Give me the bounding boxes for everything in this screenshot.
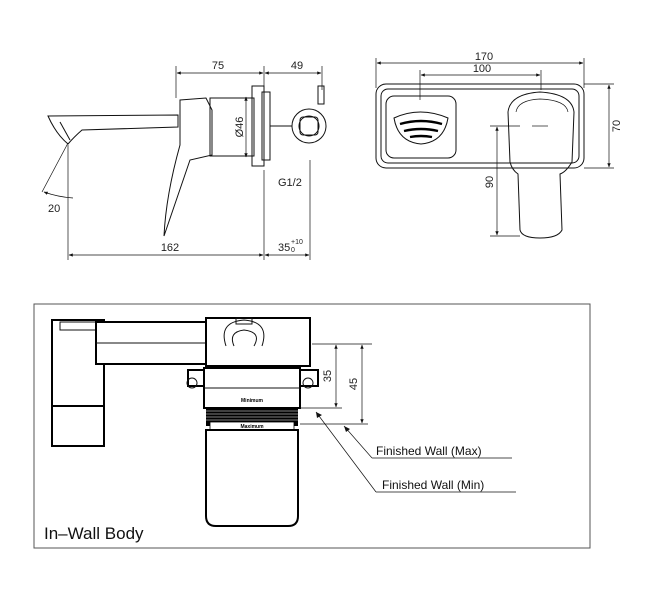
valve-cartridge (291, 108, 327, 144)
dim-90: 90 (484, 176, 496, 188)
spout-outlet (385, 95, 457, 159)
dim-35-tol-lower: 0 (291, 247, 295, 254)
dim-dia46: Ø46 (234, 117, 246, 138)
body-cylinder (205, 429, 299, 527)
in-wall-frame (33, 303, 591, 549)
dim-35b: 35 (322, 370, 334, 382)
dim-45: 45 (348, 378, 360, 390)
spout (47, 114, 179, 145)
dim-35-tol-upper: +10 (291, 239, 303, 246)
dim-35-base: 35 (278, 242, 290, 254)
wall-plate (375, 83, 585, 169)
label-minimum: Minimum (241, 398, 263, 404)
callout-finished-wall-max: Finished Wall (Max) (376, 444, 482, 458)
handle-lever (163, 97, 213, 237)
side-view: 75 49 Ø46 G1/2 20 162 35 +10 0 (41, 60, 327, 260)
dim-49: 49 (291, 60, 303, 72)
dim-20: 20 (48, 203, 60, 215)
dim-162: 162 (161, 242, 179, 254)
callout-finished-wall-min: Finished Wall (Min) (382, 478, 484, 492)
angle-arc-20 (43, 191, 74, 199)
dim-75: 75 (212, 60, 224, 72)
front-view: 170 100 70 90 (375, 51, 623, 239)
in-wall-title: In–Wall Body (44, 524, 144, 543)
dim-170: 170 (475, 51, 493, 63)
dim-70: 70 (611, 120, 623, 132)
dim-100: 100 (473, 63, 491, 75)
dim-thread: G1/2 (278, 177, 302, 189)
handle-front (507, 91, 575, 239)
in-wall-body-view: Minimum Maximum 35 45 Finished Wall (Max… (33, 303, 591, 549)
label-maximum: Maximum (240, 424, 264, 430)
